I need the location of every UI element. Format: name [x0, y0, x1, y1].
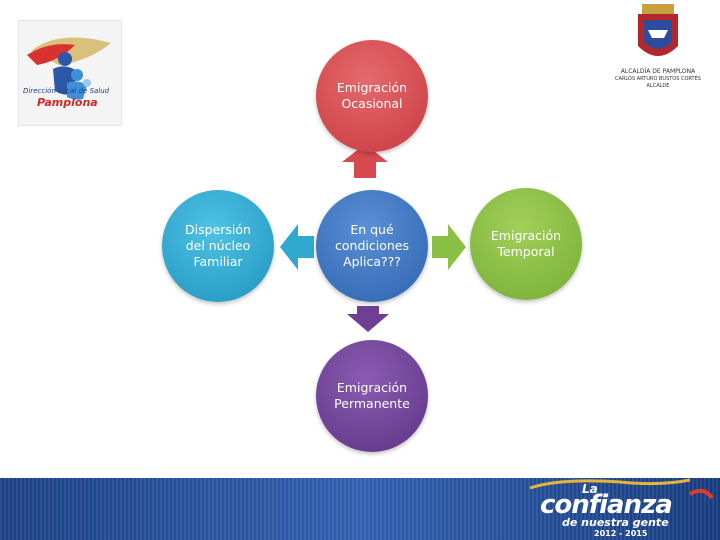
- footer-brand-top: La: [582, 482, 598, 496]
- node-left-label: Dispersión del núcleo Familiar: [185, 222, 251, 269]
- node-bottom-label: Emigración Permanente: [334, 380, 410, 411]
- node-top-label: Emigración Ocasional: [336, 80, 408, 111]
- logo-left-line1: Dirección Local de Salud: [23, 87, 110, 95]
- node-family-dispersion: Dispersión del núcleo Familiar: [162, 190, 274, 302]
- node-emigration-occasional: Emigración Ocasional: [316, 40, 428, 152]
- logo-left-line2: Pamplona: [37, 96, 98, 109]
- footer-years: 2012 - 2015: [594, 529, 648, 538]
- logo-right-line1: ALCALDÍA DE PAMPLONA: [620, 68, 696, 75]
- footer-brand-sub: de nuestra gente: [562, 516, 669, 529]
- footer-band: La confianza de nuestra gente 2012 - 201…: [0, 478, 720, 540]
- node-right-label: Emigración Temporal: [490, 228, 562, 259]
- node-emigration-temporary: Emigración Temporal: [470, 188, 582, 300]
- footer-background: [0, 478, 720, 540]
- node-center-label: En qué condiciones Aplica???: [335, 222, 409, 269]
- node-center-question: En qué condiciones Aplica???: [316, 190, 428, 302]
- health-directorate-logo: Dirección Local de Salud Pamplona: [18, 20, 122, 126]
- arrow-up-icon: [342, 144, 388, 178]
- mayor-office-logo: ALCALDÍA DE PAMPLONA CARLOS ARTURO BUSTO…: [598, 2, 718, 92]
- coat-of-arms-icon: [638, 4, 678, 56]
- logo-right-line3: ALCALDE: [646, 83, 670, 89]
- logo-right-line2: CARLOS ARTURO BUSTOS CORTÉS: [615, 76, 701, 82]
- arrow-down-icon: [347, 306, 389, 332]
- arrow-left-icon: [280, 224, 314, 270]
- family-logo-icon: [27, 37, 111, 100]
- arrow-right-icon: [432, 224, 466, 270]
- node-emigration-permanent: Emigración Permanente: [316, 340, 428, 452]
- footer-brand-main: confianza: [540, 490, 673, 520]
